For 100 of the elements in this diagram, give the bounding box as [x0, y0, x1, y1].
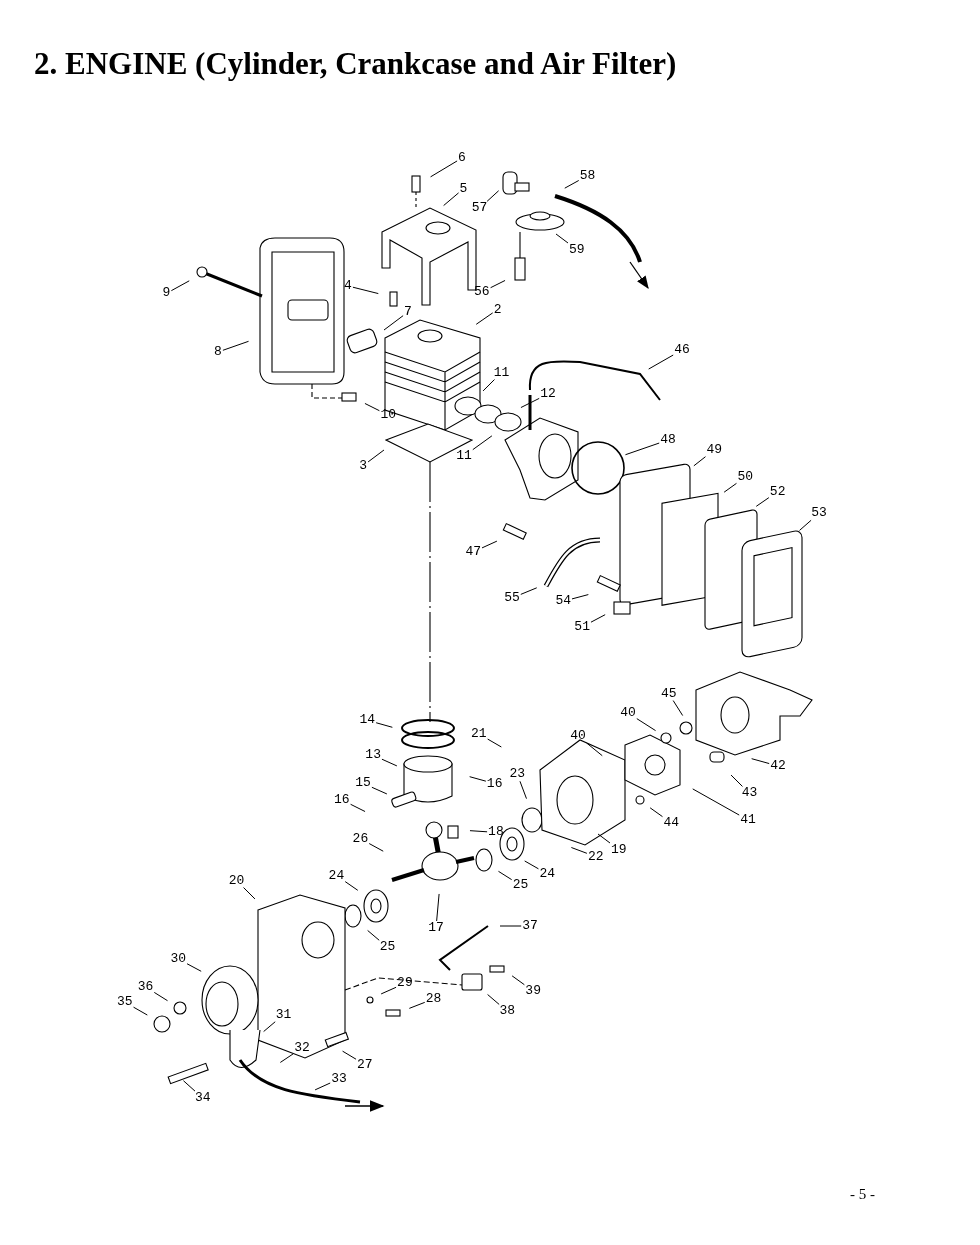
leader-line	[170, 280, 190, 292]
leader-line	[730, 774, 743, 787]
leader-line	[482, 379, 495, 392]
callout-number: 20	[227, 873, 246, 888]
callout-number: 31	[274, 1007, 293, 1022]
leader-line	[186, 963, 202, 972]
callout-number: 33	[330, 1072, 348, 1086]
callout-number: 27	[356, 1057, 374, 1072]
leader-line	[487, 738, 502, 748]
leader-line	[243, 887, 256, 900]
page-title: 2. ENGINE (Cylinder, Crankcase and Air Filter)	[34, 46, 677, 82]
callout-number: 10	[379, 408, 397, 423]
callout-number: 13	[364, 748, 382, 763]
callout-number: 32	[293, 1041, 311, 1055]
leader-line	[564, 180, 580, 189]
callout-number: 34	[193, 1091, 212, 1106]
leader-line	[469, 776, 487, 782]
leader-line	[368, 843, 384, 852]
callout-number: 43	[740, 786, 759, 801]
callout-number: 55	[503, 591, 521, 605]
callout-number: 38	[498, 1004, 517, 1019]
leader-line	[692, 788, 740, 816]
leader-line	[586, 742, 603, 757]
leader-line	[364, 402, 380, 412]
callout-number: 39	[524, 984, 542, 999]
leader-line	[263, 1021, 276, 1033]
leader-line	[367, 449, 385, 463]
callout-number: 6	[457, 151, 467, 165]
callout-number: 29	[396, 976, 414, 991]
leader-line	[590, 614, 606, 623]
callout-number: 35	[115, 995, 134, 1010]
leader-line	[571, 594, 589, 600]
leader-line	[755, 497, 770, 507]
leader-line	[383, 315, 404, 331]
callout-number: 3	[358, 458, 369, 473]
leader-line	[475, 312, 494, 325]
leader-line	[524, 860, 539, 870]
leader-line	[222, 340, 250, 351]
callout-number: 25	[378, 940, 397, 955]
callout-number: 15	[354, 776, 372, 791]
leader-line	[799, 519, 812, 531]
leader-line	[520, 397, 540, 409]
leader-line	[153, 991, 168, 1002]
leader-line	[649, 807, 663, 818]
callout-number: 11	[492, 365, 511, 380]
callout-number: 19	[610, 842, 628, 857]
callout-number: 49	[705, 442, 724, 457]
leader-line	[519, 780, 527, 800]
callout-number: 54	[554, 594, 572, 609]
leader-line	[381, 758, 398, 767]
callout-number: 41	[739, 813, 757, 827]
callout-number: 58	[578, 168, 597, 183]
page-number: - 5 -	[850, 1186, 875, 1203]
leader-line	[352, 286, 379, 295]
leader-line	[499, 925, 522, 927]
leader-line	[279, 1053, 294, 1063]
leader-line	[469, 830, 488, 833]
leader-line	[497, 870, 513, 881]
callout-number: 40	[619, 706, 637, 720]
leader-line	[342, 1050, 357, 1060]
callout-number: 16	[485, 776, 504, 791]
callout-number: 45	[659, 686, 678, 701]
callout-number: 51	[573, 619, 591, 634]
callout-number: 48	[659, 433, 677, 447]
leader-line	[487, 994, 500, 1005]
callout-number: 24	[538, 866, 557, 881]
leader-line	[371, 786, 388, 795]
leader-line	[443, 192, 460, 207]
callout-number: 18	[487, 825, 505, 840]
leader-line	[408, 1001, 426, 1009]
callout-number: 56	[473, 285, 491, 300]
callout-number: 21	[470, 726, 488, 741]
leader-line	[648, 354, 674, 370]
leader-line	[555, 233, 569, 244]
callout-number: 17	[427, 921, 445, 935]
leader-line	[182, 1080, 196, 1092]
callout-number: 36	[136, 979, 155, 994]
callout-number: 8	[213, 345, 223, 359]
leader-line	[751, 758, 770, 765]
leader-line	[490, 279, 506, 289]
callout-number: 5	[458, 181, 469, 196]
leader-line	[367, 929, 380, 941]
callout-number: 42	[769, 759, 787, 773]
leader-line	[723, 482, 737, 493]
leader-line	[481, 540, 498, 549]
leader-line	[472, 435, 493, 451]
callout-number: 44	[662, 815, 681, 830]
leader-line	[597, 833, 611, 844]
callout-number: 7	[403, 305, 413, 319]
leader-line	[344, 881, 359, 891]
leader-line	[350, 803, 366, 813]
callout-number: 25	[511, 878, 530, 893]
callout-number: 11	[455, 449, 473, 463]
callout-number: 30	[169, 952, 188, 967]
leader-line	[430, 160, 458, 178]
leader-line	[624, 442, 660, 456]
callout-number: 52	[768, 484, 787, 499]
leader-line	[511, 975, 525, 986]
leader-line	[636, 718, 657, 732]
leader-line	[693, 456, 706, 467]
